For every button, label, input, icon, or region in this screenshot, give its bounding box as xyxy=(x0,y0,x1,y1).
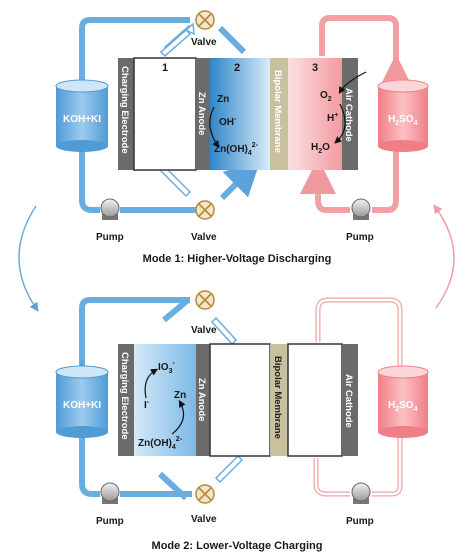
mode2-valve-top-label: Valve xyxy=(191,325,217,336)
mode2-species-io3: IO3- xyxy=(158,360,175,375)
mode1-charging-electrode xyxy=(118,58,134,170)
mode1-right-loop xyxy=(300,15,414,213)
mode2-species-iodide: I- xyxy=(144,399,150,411)
mode1-o2-inlet-arrow xyxy=(338,71,367,95)
mode1-valve-bottom[interactable] xyxy=(195,200,215,220)
mode1-zn-arrow xyxy=(209,106,220,148)
mode1-charging-electrode-label: Charging Electrode xyxy=(119,66,130,154)
mode2-right-loop xyxy=(313,297,403,497)
mode2-pump-right[interactable] xyxy=(351,482,371,504)
mode2-chamber-2 xyxy=(209,343,271,457)
mode2-zn-anode-label: Zn Anode xyxy=(196,378,207,421)
mode2-pump-left[interactable] xyxy=(100,482,120,504)
mode2-tank-left-label: KOH+KI xyxy=(63,400,101,411)
mode2-air-cathode-label: Air Cathode xyxy=(343,374,354,428)
mode1-chamber-1-number: 1 xyxy=(162,62,168,74)
mode1-cell: Charging Electrode Zn Anode Bipolar Memb… xyxy=(118,57,367,171)
mode1-bipolar-membrane xyxy=(270,58,288,170)
mode-switch-arrow-left xyxy=(18,205,39,312)
mode1-species-oh: OH- xyxy=(219,116,237,128)
mode2-caption: Mode 2: Lower-Voltage Charging xyxy=(152,540,323,552)
mode1-tank-right: H2SO4 xyxy=(377,79,429,152)
mode2-iodide-arrow xyxy=(144,368,159,399)
mode1-zn-anode-label: Zn Anode xyxy=(196,92,207,135)
mode2-bipolar-membrane xyxy=(270,344,288,456)
mode2-tank-right-label: H2SO4 xyxy=(388,400,418,413)
mode1-species-o2: O2 xyxy=(320,90,332,103)
mode2-valve-bottom[interactable] xyxy=(195,484,215,504)
mode1-chamber-3 xyxy=(288,58,342,170)
mode1-species-znoh4: Zn(OH)42- xyxy=(214,142,259,157)
mode1-valve-top-label: Valve xyxy=(191,37,217,48)
mode2-chamber-1 xyxy=(134,344,196,456)
mode1-tank-left: KOH+KI xyxy=(55,79,109,152)
mode1-chamber-1 xyxy=(133,57,197,171)
mode2-tank-right: H2SO4 xyxy=(377,365,429,438)
mode1-species-zn: Zn xyxy=(217,94,229,105)
mode2-chamber-3 xyxy=(287,343,343,457)
mode1-zn-anode xyxy=(196,58,210,170)
mode2-species-znoh4: Zn(OH)42- xyxy=(138,436,183,451)
mode1-panel: Charging Electrode Zn Anode Bipolar Memb… xyxy=(55,10,429,265)
mode1-tank-left-label: KOH+KI xyxy=(63,114,101,125)
watermark: 知乎 @科学材料站 xyxy=(344,529,436,543)
mode-switch-arrow-right xyxy=(433,204,455,309)
mode1-pump-left-label: Pump xyxy=(96,232,124,243)
mode1-species-h2o: H2O xyxy=(311,142,330,155)
mode1-left-loop xyxy=(79,17,261,213)
mode1-species-h: H+ xyxy=(327,112,338,124)
mode2-species-zn: Zn xyxy=(174,390,186,401)
mode1-valve-top[interactable] xyxy=(195,10,215,30)
mode1-air-cathode xyxy=(342,58,358,170)
mode2-air-cathode xyxy=(342,344,358,456)
mode2-panel: Charging Electrode Zn Anode Bipolar Memb… xyxy=(55,290,429,552)
mode2-zn-arrow xyxy=(171,399,186,435)
mode2-valve-top[interactable] xyxy=(195,290,215,310)
mode1-tank-right-label: H2SO4 xyxy=(388,114,418,127)
mode1-bipolar-membrane-label: Bipolar Membrane xyxy=(272,70,283,153)
mode2-charging-electrode xyxy=(118,344,134,456)
mode2-pump-right-label: Pump xyxy=(346,516,374,527)
mode1-o2-arrow xyxy=(334,103,346,144)
mode1-caption: Mode 1: Higher-Voltage Discharging xyxy=(143,253,332,265)
mode1-pump-right[interactable] xyxy=(351,198,371,220)
mode1-pump-left[interactable] xyxy=(100,198,120,220)
mode2-bipolar-membrane-label: Bipolar Membrane xyxy=(272,356,283,439)
mode1-chamber-3-number: 3 xyxy=(312,62,318,74)
mode2-cell: Charging Electrode Zn Anode Bipolar Memb… xyxy=(118,343,358,457)
mode1-chamber-2-number: 2 xyxy=(234,62,240,74)
mode1-valve-bottom-label: Valve xyxy=(191,232,217,243)
mode2-charging-electrode-label: Charging Electrode xyxy=(119,352,130,440)
mode2-zn-anode xyxy=(196,344,210,456)
mode2-tank-left: KOH+KI xyxy=(55,365,109,438)
mode2-valve-bottom-label: Valve xyxy=(191,514,217,525)
mode2-pump-left-label: Pump xyxy=(96,516,124,527)
mode1-pump-right-label: Pump xyxy=(346,232,374,243)
mode1-chamber-2 xyxy=(210,58,270,170)
mode1-air-cathode-label: Air Cathode xyxy=(343,88,354,142)
